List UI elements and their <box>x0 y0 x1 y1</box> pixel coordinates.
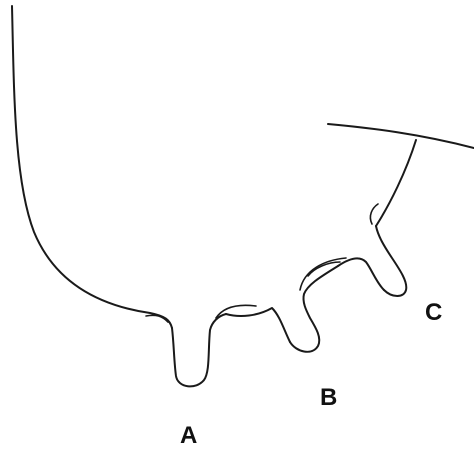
label-b: B <box>320 384 337 411</box>
udder-rear-attachment <box>376 140 416 226</box>
udder-outline <box>12 6 172 328</box>
teat-a-outline <box>172 314 226 386</box>
label-c: C <box>425 299 442 326</box>
teat-c-fold <box>370 204 378 224</box>
label-a: A <box>180 422 197 449</box>
belly-line <box>328 124 474 148</box>
teat-b-outline <box>290 266 338 352</box>
teat-a-fold-left <box>146 315 168 322</box>
udder-belly-ab <box>226 308 290 342</box>
udder-rear-bc <box>338 259 384 290</box>
